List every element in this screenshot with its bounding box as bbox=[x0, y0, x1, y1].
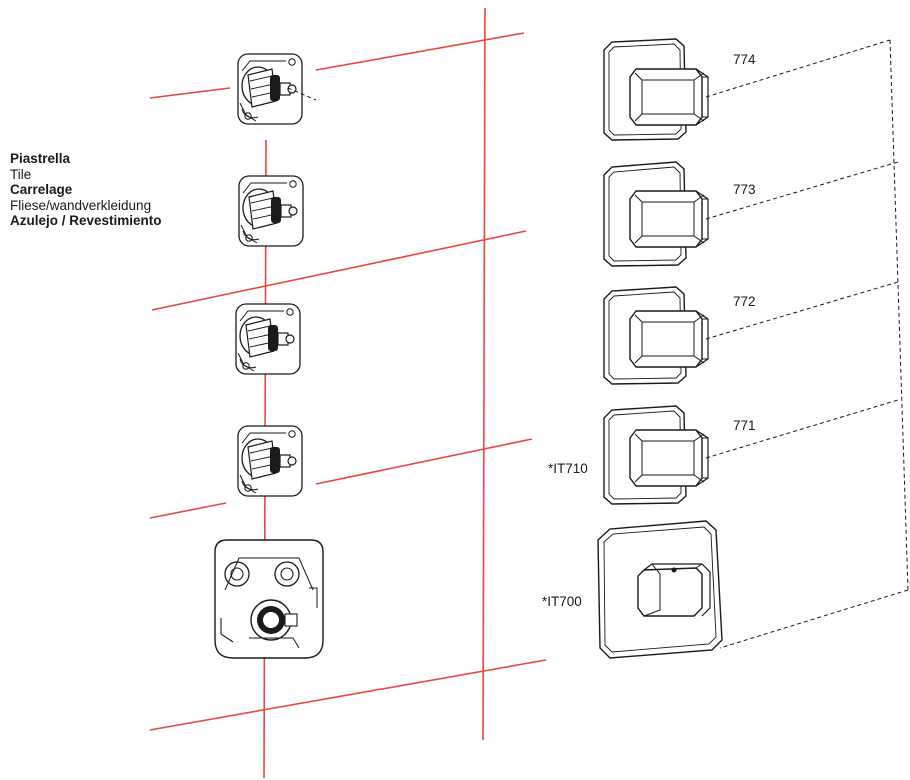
tile-vertical-right bbox=[482, 7, 486, 741]
valve-body-icon bbox=[237, 425, 303, 497]
handle-icon bbox=[629, 68, 709, 126]
code-it710: *IT710 bbox=[548, 461, 588, 476]
code-771: 771 bbox=[733, 418, 756, 433]
tile-line-2 bbox=[151, 230, 527, 311]
handle-it700-icon bbox=[637, 563, 711, 617]
legend-piastrella: Piastrella bbox=[10, 151, 71, 166]
tile-line-3a bbox=[149, 502, 227, 519]
tile-line-4 bbox=[149, 659, 547, 731]
tile-line-1a bbox=[149, 87, 231, 99]
code-772: 772 bbox=[733, 294, 756, 309]
leader-lines bbox=[287, 39, 909, 649]
tile-line-1b bbox=[315, 32, 525, 71]
legend-carrelage: Carrelage bbox=[10, 182, 73, 198]
code-it700: *IT700 bbox=[542, 594, 582, 609]
valve-body-icon bbox=[237, 53, 303, 125]
tile-line-3b bbox=[315, 438, 533, 485]
handle-icon bbox=[629, 429, 709, 487]
legend-azulejo: Azulejo / Revestimiento bbox=[10, 213, 162, 229]
tile-lines bbox=[149, 7, 547, 779]
code-774: 774 bbox=[733, 52, 756, 67]
legend-fliese: Fliese/wandverkleidung bbox=[10, 197, 152, 213]
valve-body-icon bbox=[235, 303, 301, 375]
legend-tile: Tile bbox=[10, 166, 32, 182]
diverter-body-icon bbox=[214, 539, 324, 659]
code-773: 773 bbox=[733, 182, 756, 197]
valve-body-icon bbox=[238, 175, 304, 247]
tile-legend: Piastrella Tile Carrelage Fliese/wandver… bbox=[10, 151, 162, 229]
handle-icon bbox=[629, 190, 709, 248]
handle-icon bbox=[629, 310, 709, 368]
